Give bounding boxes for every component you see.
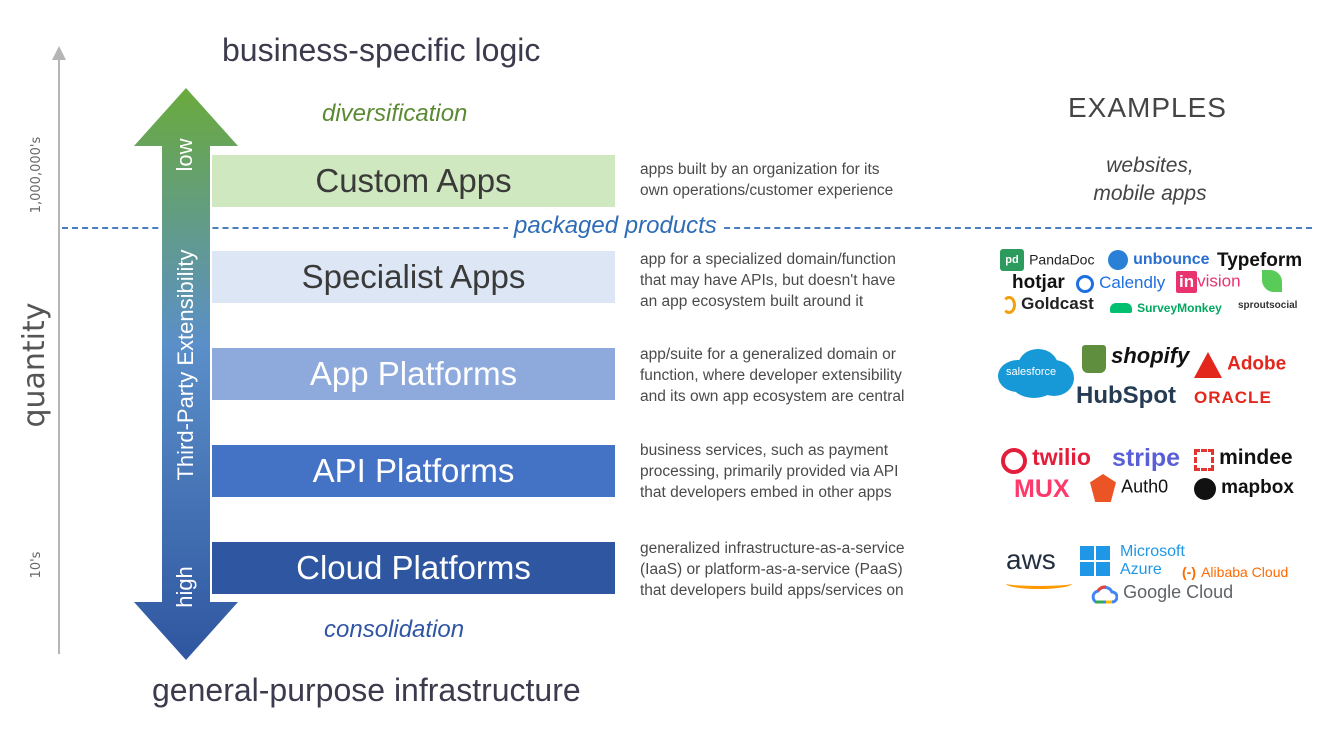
aws-smile-icon [1006,578,1072,589]
top-heading: business-specific logic [222,32,541,68]
desc-line: processing, primarily provided via API [640,463,899,480]
quantity-axis-line [58,56,60,654]
twilio-icon [1001,447,1027,474]
logo-auth0: Auth0 [1090,474,1168,502]
arrow-label-extensibility: Third-Party Extensibility [173,249,198,481]
surveymonkey-icon [1110,302,1132,313]
logo-stripe: stripe [1112,444,1181,472]
microsoft-windows-icon [1080,546,1110,576]
alibaba-bracket-icon: (-) [1182,564,1196,580]
logo-calendly: Calendly [1076,273,1165,293]
desc-line: (IaaS) or platform-as-a-service (PaaS) [640,561,903,578]
goldcast-icon [1002,295,1016,314]
desc-line: business services, such as payment [640,442,889,459]
mindee-icon [1194,448,1214,471]
desc-cloud-platforms: generalized infrastructure-as-a-service … [640,538,985,601]
quantity-axis-arrowhead [52,46,66,60]
calendly-icon [1076,274,1094,293]
logo-salesforce: salesforce [1006,366,1057,378]
custom-apps-examples: websites, mobile apps [1060,152,1240,208]
logo-aws: aws [1006,544,1056,575]
examples-mobile-apps: mobile apps [1093,182,1207,205]
desc-specialist-apps: app for a specialized domain/function th… [640,249,985,312]
arrow-label-low: low [172,138,197,172]
desc-line: function, where developer extensibility [640,367,902,384]
logo-mux: MUX [1014,475,1070,503]
desc-line: that may have APIs, but doesn't have [640,272,896,289]
layer-app-platforms: App Platforms [212,348,615,400]
desc-line: apps built by an organization for its [640,161,880,178]
bottom-heading: general-purpose infrastructure [152,672,581,708]
logo-oracle: ORACLE [1194,388,1272,407]
desc-line: own operations/customer experience [640,182,894,199]
examples-heading: EXAMPLES [1068,92,1227,123]
desc-app-platforms: app/suite for a generalized domain or fu… [640,344,985,407]
axis-tick-bottom: 10's [29,551,44,579]
diversification-label: diversification [322,100,468,127]
axis-tick-top: 1,000,000's [29,136,44,214]
desc-line: that developers build apps/services on [640,582,904,599]
logo-pandadoc: pd PandaDoc [1000,249,1094,271]
desc-line: app for a specialized domain/function [640,251,896,268]
logo-shopify: shopify [1082,343,1189,373]
packaged-products-label: packaged products [508,212,723,240]
desc-line: that developers embed in other apps [640,484,892,501]
adobe-icon [1194,352,1222,378]
quantity-axis-title: quantity [17,302,52,428]
desc-line: generalized infrastructure-as-a-service [640,540,905,557]
logo-alibaba-cloud: (-) Alibaba Cloud [1182,564,1289,580]
layer-custom-apps: Custom Apps [212,155,615,207]
pandadoc-icon: pd [1000,249,1024,271]
arrow-label-high: high [172,566,197,608]
unbounce-icon [1108,249,1128,270]
google-cloud-icon [1091,584,1118,603]
logo-surveymonkey: SurveyMonkey [1110,297,1222,316]
desc-line: and its own app ecosystem are central [640,388,905,405]
desc-api-platforms: business services, such as payment proce… [640,440,985,503]
logo-mindee: mindee [1194,446,1293,471]
examples-websites: websites, [1106,154,1194,177]
auth0-shield-icon [1090,474,1116,502]
layer-cloud-platforms: Cloud Platforms [212,542,615,594]
salesforce-cloud-icon [998,349,1074,398]
logo-unbounce: unbounce [1108,249,1210,270]
layer-specialist-apps: Specialist Apps [212,251,615,303]
sprout-leaf-icon [1262,270,1282,292]
logo-google-cloud: Google Cloud [1090,582,1233,604]
desc-line: an app ecosystem built around it [640,293,864,310]
logo-typeform: Typeform [1217,250,1303,271]
mapbox-icon [1194,477,1216,500]
logo-hotjar: hotjar [1012,272,1065,293]
consolidation-label: consolidation [324,616,465,643]
logo-hubspot: HubSpot [1076,382,1176,409]
logo-microsoft: Microsoft [1120,543,1185,560]
desc-custom-apps: apps built by an organization for its ow… [640,159,985,201]
logo-mapbox: mapbox [1194,477,1294,500]
invision-icon: in [1176,271,1198,293]
logo-sproutsocial: sproutsocial [1238,300,1298,311]
logo-goldcast: Goldcast [1002,294,1094,314]
logo-azure: Azure [1120,561,1162,578]
shopify-bag-icon [1082,344,1106,373]
logo-adobe: Adobe [1194,352,1286,378]
extensibility-double-arrow [134,88,238,660]
desc-line: app/suite for a generalized domain or [640,346,896,363]
layer-api-platforms: API Platforms [212,445,615,497]
logo-twilio: twilio [1001,444,1091,474]
